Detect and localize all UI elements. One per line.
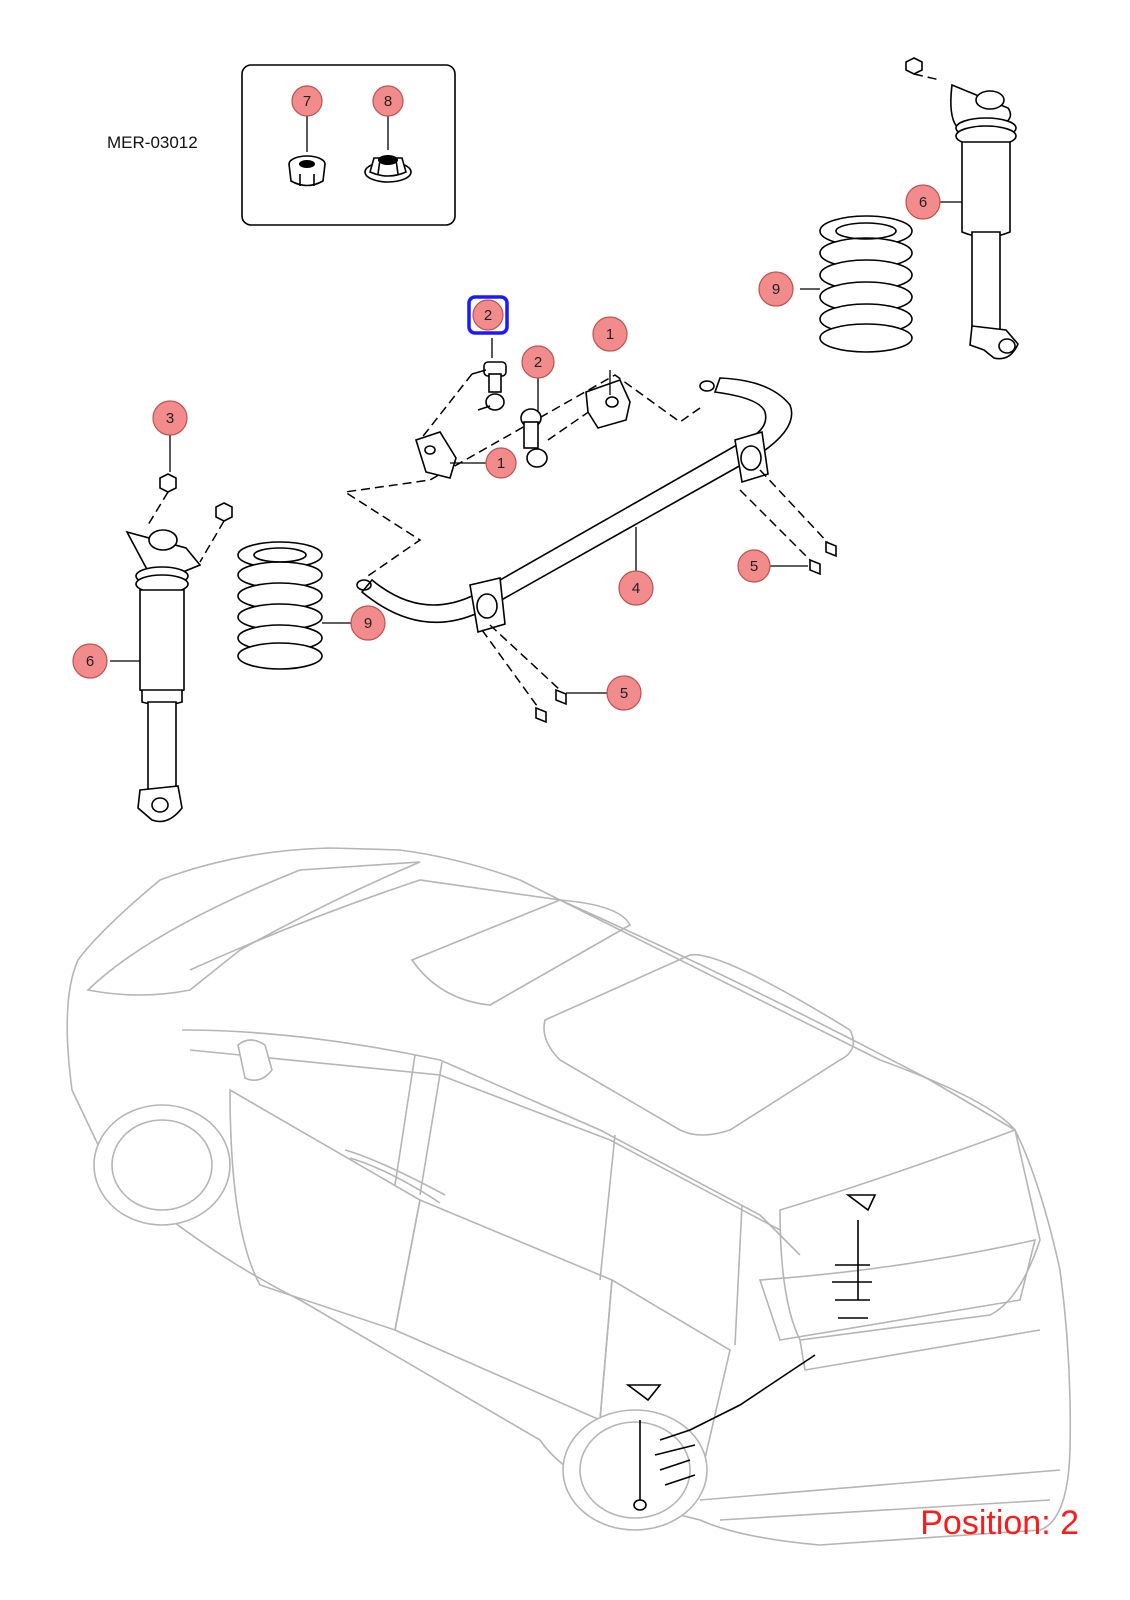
- callout-1-upper-label: 1: [606, 326, 614, 343]
- flange-nut-7-icon: [288, 155, 326, 187]
- position-label: Position: 2: [920, 1504, 1079, 1542]
- bolts-5-right: [739, 469, 837, 576]
- callout-9-right-label: 9: [772, 281, 780, 298]
- hardware-inset-box: [241, 64, 456, 226]
- callout-2-selected[interactable]: 2: [467, 295, 509, 335]
- callout-2-selected-label: 2: [484, 307, 492, 324]
- selection-highlight: [467, 295, 509, 335]
- mount-bracket-lower: [415, 431, 488, 479]
- callout-3-label: 3: [166, 410, 174, 427]
- assembly-outline: [342, 374, 701, 579]
- callout-4-label: 4: [632, 580, 640, 597]
- callout-6-right[interactable]: 6: [905, 184, 941, 220]
- callout-3[interactable]: 3: [152, 400, 188, 436]
- callout-5-lower-label: 5: [620, 685, 628, 702]
- bolts-5-lower: [481, 624, 608, 724]
- callout-9-left-label: 9: [364, 615, 372, 632]
- callout-2-lower[interactable]: 2: [521, 345, 555, 379]
- callout-1-upper[interactable]: 1: [592, 316, 628, 352]
- callout-9-right[interactable]: 9: [758, 271, 794, 307]
- callout-6-left-label: 6: [86, 653, 94, 670]
- diagram-code-label: MER-03012: [107, 133, 198, 152]
- coil-spring-right: [800, 215, 913, 353]
- callout-1-lower[interactable]: 1: [485, 447, 517, 479]
- callout-8-label: 8: [384, 93, 392, 110]
- callout-7-label: 7: [303, 93, 311, 110]
- callout-1-lower-label: 1: [497, 455, 505, 472]
- coil-spring-left: [237, 541, 352, 670]
- hex-nut-8-icon: [364, 155, 412, 183]
- callout-8[interactable]: 8: [372, 85, 404, 117]
- mount-bracket-upper: [585, 370, 631, 429]
- vehicle-outline: [66, 847, 1072, 1546]
- stabilizer-link-upper-left: [419, 338, 507, 441]
- callout-5-right[interactable]: 5: [737, 549, 771, 583]
- callout-6-left[interactable]: 6: [72, 643, 108, 679]
- callout-7[interactable]: 7: [291, 85, 323, 117]
- shock-absorber-right: [905, 57, 1019, 360]
- callout-2-lower-label: 2: [534, 354, 542, 371]
- callout-9-left[interactable]: 9: [350, 605, 386, 641]
- callout-5-right-label: 5: [750, 558, 758, 575]
- callout-4[interactable]: 4: [618, 570, 654, 606]
- shock-absorber-left: [110, 435, 233, 823]
- stabilizer-link-middle: [520, 378, 601, 468]
- stabilizer-bar: [356, 377, 793, 634]
- callout-6-right-label: 6: [919, 194, 927, 211]
- callout-5-lower[interactable]: 5: [606, 675, 642, 711]
